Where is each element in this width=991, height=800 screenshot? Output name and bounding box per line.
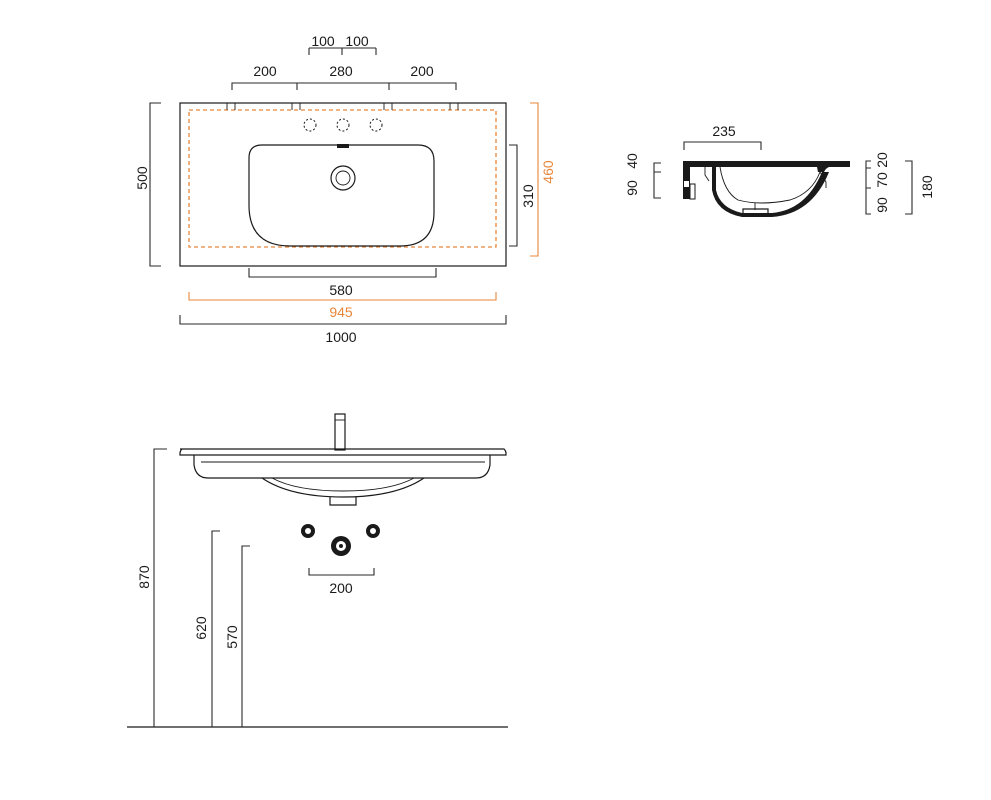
dim-right-top: 20	[874, 152, 890, 168]
dim-mount-height-label: 870	[136, 565, 152, 589]
dim-right-bottom: 90	[874, 197, 890, 213]
waste-outlet	[331, 536, 351, 556]
front-drain	[329, 497, 357, 506]
dim-usable-width-label: 945	[329, 304, 353, 320]
dim-basin-reach-label: 235	[712, 123, 736, 139]
tap-hole-center	[336, 118, 350, 132]
dim-overall-width-label: 1000	[325, 329, 356, 345]
usable-area-outline	[188, 109, 497, 248]
dim-usable-depth: 460	[530, 102, 556, 257]
dim-usable-width: 945	[188, 292, 497, 320]
basin-bowl-outline	[248, 144, 435, 247]
dim-side-right: 200	[410, 63, 434, 79]
section-drain-neck	[742, 208, 769, 215]
overflow-slot	[337, 144, 349, 148]
dim-hole-spacing-b: 100	[345, 33, 369, 49]
section-bowl	[712, 167, 829, 217]
section-slab	[683, 161, 850, 172]
dim-top-widths: 200 280 200	[231, 63, 457, 90]
dim-hole-spacing-a: 100	[311, 33, 335, 49]
dim-inner-depth: 310	[509, 144, 536, 247]
dim-inner-depth-label: 310	[520, 184, 536, 208]
top-view: 100 100 200 280 200 500 310 460 580	[134, 33, 556, 345]
tap-hole-right	[369, 118, 383, 132]
dim-left-upper: 40	[624, 153, 640, 169]
dim-supply-height-label: 620	[193, 616, 209, 640]
front-bowl-bottom	[261, 477, 425, 498]
section-view: 235 40 90 20 70 90 180	[624, 123, 935, 217]
dim-middle: 280	[329, 63, 353, 79]
dim-side-left: 200	[253, 63, 277, 79]
dim-depth-label: 500	[134, 166, 150, 190]
front-basin-slab	[179, 448, 507, 456]
dim-basin-width: 580	[248, 268, 437, 298]
dim-depth: 500	[134, 102, 161, 267]
supply-valve-right	[366, 524, 380, 538]
edge-ticks	[226, 103, 459, 110]
dim-overall-width: 1000	[179, 315, 507, 345]
front-view: 200 870 620 570	[127, 413, 508, 728]
dim-hole-spacing: 100 100	[308, 33, 377, 55]
dim-left-lower: 90	[624, 180, 640, 196]
drain-outer	[330, 165, 356, 191]
supply-valve-left	[301, 524, 315, 538]
dim-right-mid: 70	[874, 172, 890, 188]
countertop-outline	[179, 102, 507, 267]
drain-inner	[335, 170, 351, 186]
tap-hole-left	[303, 118, 317, 132]
dim-overall-height: 180	[919, 175, 935, 199]
tap-spout	[334, 413, 346, 451]
dim-waste-height-label: 570	[224, 625, 240, 649]
dim-basin-width-label: 580	[329, 282, 353, 298]
dim-supply-spacing-label: 200	[329, 580, 353, 596]
front-basin-body	[193, 455, 491, 479]
dim-usable-depth-label: 460	[540, 160, 556, 184]
